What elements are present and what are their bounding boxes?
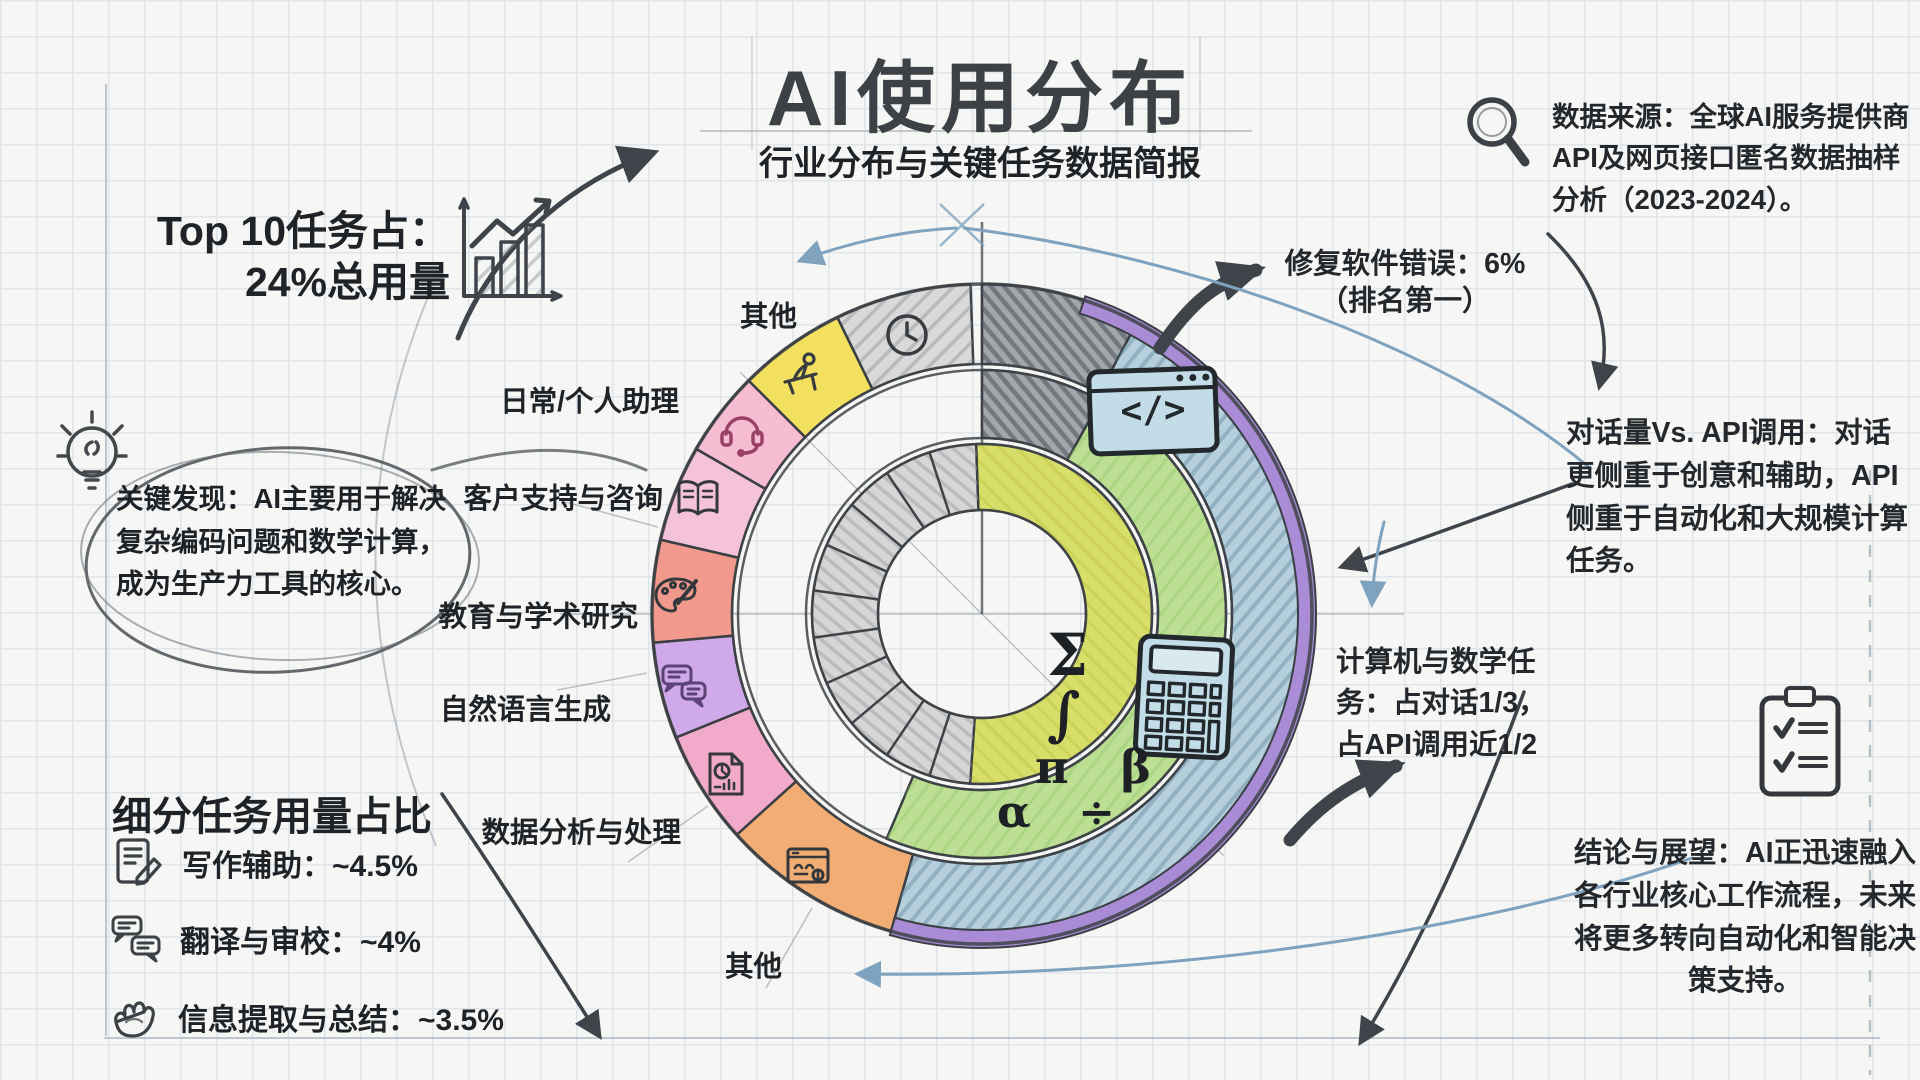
page-subtitle: 行业分布与关键任务数据简报 [759,145,1201,183]
chat-bubbles-icon [656,658,712,714]
line-ellipse-to-donut [430,448,648,472]
bugfix-annotation: 修复软件错误：6% （排名第一） [1250,246,1560,320]
bugfix-line2: （排名第一） [1319,285,1491,318]
data-source-note: 数据来源：全球AI服务提供商API及网页接口匿名数据抽样分析（2023-2024… [1552,101,1910,215]
key-finding-text: 关键发现：AI主要用于解决复杂编码问题和数学计算，成为生产力工具的核心。 [116,483,446,600]
breakdown-heading: 细分任务用量占比 [112,795,432,839]
math-symbols: Σ ∫ π β α ÷ [995,621,1185,839]
calculator-icon [1131,631,1237,762]
breakdown-item-value: ~4.5% [332,850,418,883]
arrow-bottom-left [440,792,602,1040]
trend-chart-icon [447,192,569,310]
arrow-to-bugfix [1153,261,1266,355]
breakdown-item-label: 信息提取与总结： [178,1004,418,1037]
bugfix-line1: 修复软件错误：6% [1284,248,1526,280]
math-task-annotation: 计算机与数学任务：占对话1/3，占API调用近1/2 [1336,646,1547,761]
top10-stat-line2: 24%总用量 [244,259,450,306]
blue-arc-right [962,226,1592,470]
blue-arc-left [796,226,958,266]
breakdown-item-label: 写作辅助： [182,850,332,883]
clock-icon [879,307,935,363]
arrow-bugfix-down [1546,232,1619,391]
open-book-icon [670,472,726,528]
breakdown-item-writing: 写作辅助：~4.5% [110,834,418,892]
donut-label-daily-assistant: 日常/个人助理 [500,386,679,418]
blue-arrow-down [1359,520,1387,608]
magnifier-icon [1458,90,1540,184]
blue-arc-bottom [854,856,1694,988]
donut-label-other-bottom: 其他 [724,951,782,983]
browser-hand-icon [780,838,836,894]
top10-stat: Top 10任务占： 24%总用量 [140,206,450,309]
translate-bubbles-icon [108,910,164,968]
annotation-arrows [430,145,1694,1046]
dialog-vs-api-annotation: 对话量Vs. API调用：对话更侧重于创意和辅助，API侧重于自动化和大规模计算… [1566,417,1909,578]
page-title: AI使用分布 [766,54,1193,142]
arrow-to-mathtask [1283,759,1406,847]
donut-label-data-analysis: 数据分析与处理 [481,817,681,849]
lightbulb-icon [50,402,134,510]
code-window-icon: </> [1084,364,1221,459]
extract-hand-icon [106,988,162,1046]
writing-doc-icon [110,834,166,892]
breakdown-item-value: ~3.5% [418,1004,504,1037]
math-symbols-line2: π β [1035,740,1170,795]
breakdown-item-extraction: 信息提取与总结：~3.5% [106,988,504,1046]
headset-icon [714,402,770,458]
key-finding-ellipse [80,446,480,674]
top10-stat-line1: Top 10任务占： [156,208,450,254]
arrow-dialog-to-donut [1337,482,1574,573]
donut-label-education: 教育与学术研究 [438,601,638,633]
clipboard-checklist-icon [1752,682,1848,802]
arrow-bottom-right [1358,690,1526,1046]
math-symbols-line3: α ÷ [997,787,1132,839]
donut-label-customer-support: 客户支持与咨询 [463,483,663,515]
code-icon-label: </> [1119,388,1187,433]
conclusion-annotation: 结论与展望：AI正迅速融入各行业核心工作流程，未来将更多转向自动化和智能决策支持… [1573,837,1916,998]
math-symbols-line1: Σ ∫ [1047,621,1105,749]
breakdown-item-value: ~4% [360,926,421,959]
doc-chart-icon [698,746,754,802]
donut-label-other-top: 其他 [739,301,797,333]
breakdown-item-translation: 翻译与审校：~4% [108,910,421,968]
donut-label-nlg: 自然语言生成 [439,694,611,726]
person-desk-icon [772,344,828,400]
breakdown-item-label: 翻译与审校： [180,926,360,959]
palette-icon [648,568,704,624]
